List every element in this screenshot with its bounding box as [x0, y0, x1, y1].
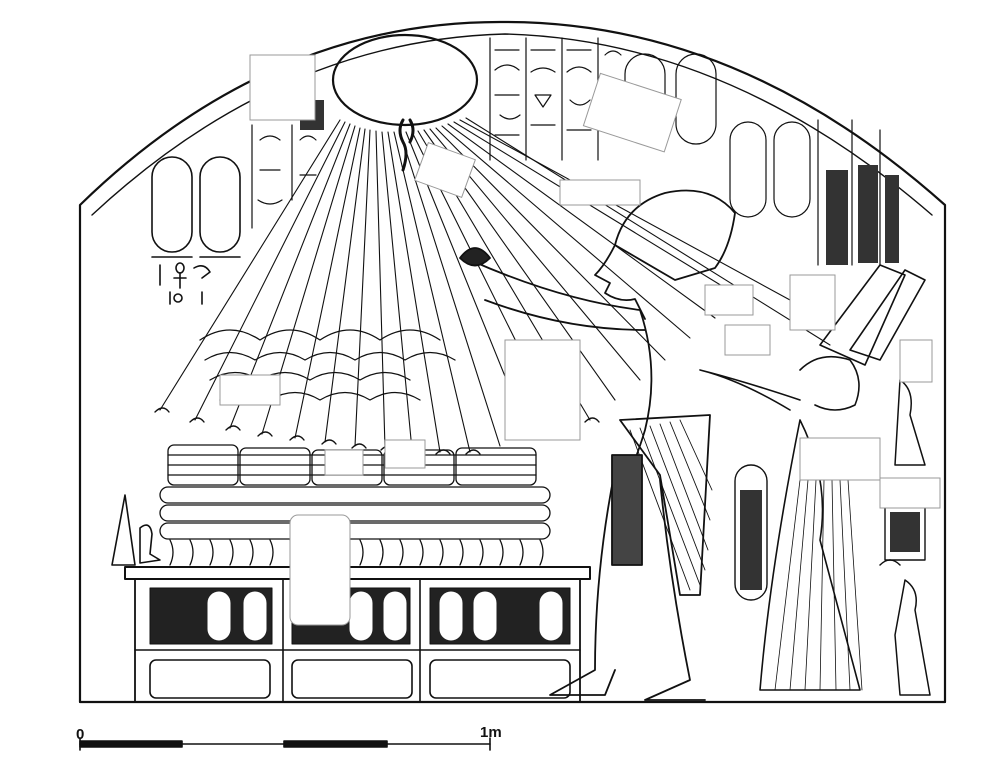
king-legs: [549, 469, 706, 701]
sun-disk-icon: [331, 33, 479, 127]
stela-arch-inner: [91, 33, 933, 216]
small-kneeling-figure: [139, 524, 161, 564]
jar-row: [169, 539, 544, 566]
offering-birds: [459, 247, 491, 267]
scale-end-label: 1m: [480, 724, 502, 741]
king-arms: [469, 259, 646, 331]
king-kilt: [619, 414, 711, 596]
gown-lines: [774, 479, 863, 691]
queen-arms: [699, 369, 801, 411]
scale-bar: [79, 737, 491, 751]
sun-rays: [159, 117, 831, 453]
ankh-icon: [159, 262, 211, 305]
queen-crown: [819, 264, 926, 366]
queen-head: [799, 355, 860, 411]
king-apron: [611, 454, 643, 566]
king-figure: [459, 189, 736, 701]
stela-outline: [78, 20, 947, 704]
upper-left-cartouches: [151, 156, 241, 258]
hieroglyph-columns: [251, 37, 881, 266]
dark-hieroglyph-panels: [300, 100, 899, 265]
king-head: [594, 244, 646, 320]
cartouche-icon: [207, 591, 231, 641]
blank-patches: [219, 54, 941, 626]
scale-start-label: 0: [76, 726, 85, 743]
altar: [124, 566, 591, 703]
blue-crown: [614, 189, 736, 281]
obelisk-icon: [111, 494, 136, 566]
